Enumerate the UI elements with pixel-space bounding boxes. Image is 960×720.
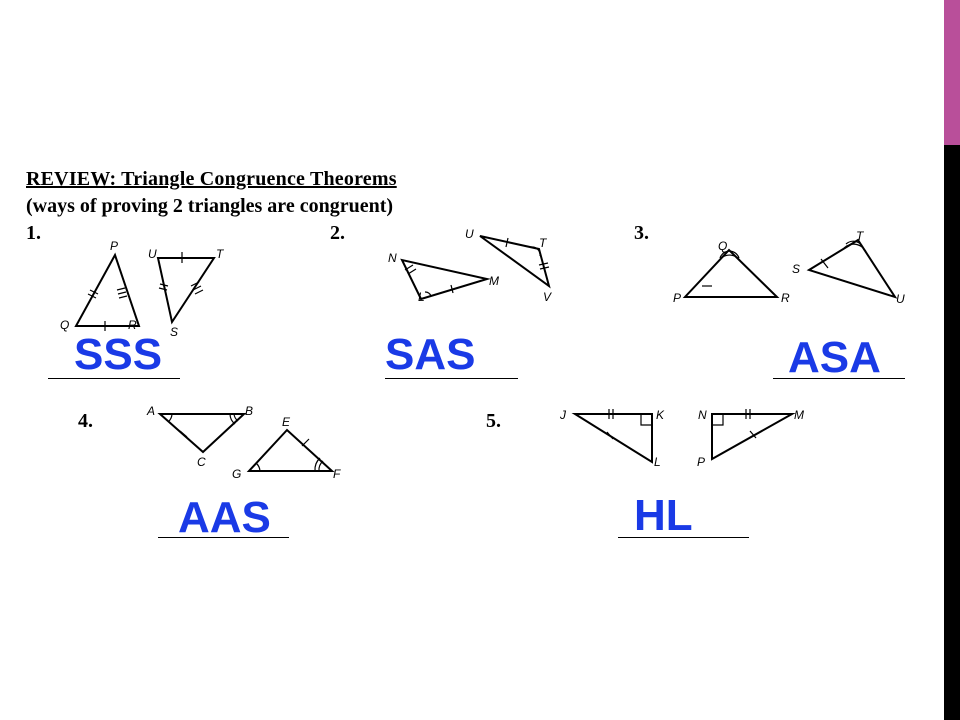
problem-4-answer: AAS — [178, 493, 271, 542]
label-u: U — [148, 247, 157, 261]
problem-1-answer-line — [48, 378, 180, 379]
problem-2-answer-line — [385, 378, 518, 379]
label-c: C — [197, 455, 206, 469]
triangle-qpr — [682, 248, 780, 298]
label-b: B — [245, 404, 253, 418]
page-title: REVIEW: Triangle Congruence Theorems — [26, 168, 397, 190]
problem-5-answer-line — [618, 537, 749, 538]
problem-2-labels: N L M U T V — [388, 227, 552, 304]
sidebar-bar — [944, 0, 960, 720]
label-f: F — [333, 467, 341, 481]
label-m5: M — [794, 408, 804, 422]
label-s3: S — [792, 262, 800, 276]
label-k: K — [656, 408, 665, 422]
label-n5: N — [698, 408, 707, 422]
label-g: G — [232, 467, 241, 481]
problem-3-answer: ASA — [788, 333, 881, 382]
label-u2: U — [465, 227, 474, 241]
problem-2-number: 2. — [330, 222, 345, 244]
problem-4-labels: A B C E G F — [146, 404, 341, 481]
problem-5-number: 5. — [486, 410, 501, 432]
label-j: J — [559, 408, 567, 422]
label-p5: P — [697, 455, 705, 469]
problem-5-labels: J K L N M P — [559, 408, 804, 469]
problem-3-answer-line — [773, 378, 905, 379]
problem-3-labels: Q P R T S U — [673, 229, 905, 306]
label-q: Q — [60, 318, 69, 332]
label-a: A — [146, 404, 155, 418]
sidebar-accent — [944, 0, 960, 145]
problem-1-number: 1. — [26, 222, 41, 244]
label-v: V — [543, 290, 552, 304]
problem-4-number: 4. — [78, 410, 93, 432]
problem-2-answer: SAS — [385, 330, 476, 379]
label-t: T — [216, 247, 225, 261]
triangle-pqr — [74, 252, 141, 327]
problem-1-answer: SSS — [74, 330, 163, 379]
label-m: M — [489, 274, 499, 288]
triangle-tsu — [806, 238, 898, 299]
problem-4-answer-line — [158, 537, 289, 538]
label-p: P — [110, 239, 118, 253]
triangle-nmp — [711, 413, 796, 461]
label-l: L — [418, 290, 425, 304]
label-r3: R — [781, 291, 790, 305]
label-l5: L — [654, 455, 661, 469]
label-q3: Q — [718, 239, 727, 253]
label-s: S — [170, 325, 178, 339]
label-t3: T — [856, 229, 865, 243]
label-t2: T — [539, 236, 548, 250]
label-p3: P — [673, 291, 681, 305]
label-e: E — [282, 415, 291, 429]
triangle-nlm — [400, 258, 491, 301]
page-subtitle: (ways of proving 2 triangles are congrue… — [26, 195, 394, 217]
label-u3: U — [896, 292, 905, 306]
label-n: N — [388, 251, 397, 265]
label-r: R — [128, 318, 137, 332]
problem-5-answer: HL — [634, 491, 693, 540]
triangle-egf — [246, 428, 335, 472]
problem-3-number: 3. — [634, 222, 649, 244]
problem-1-labels: P Q R U T S — [60, 239, 225, 339]
